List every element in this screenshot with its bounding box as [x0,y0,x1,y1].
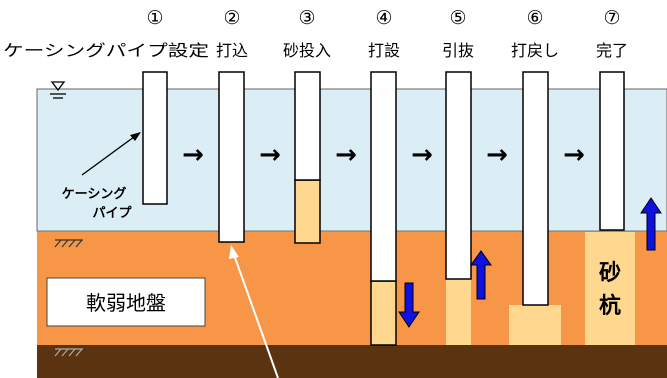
step-4-label: 打設 [368,41,400,60]
sand-pile-label-line1: 砂 [599,260,621,286]
casing-pipe-label-line2: パイプ [92,206,132,221]
step-5-label: 引抜 [442,41,474,60]
ground-hatch-icon [54,348,83,357]
step-arrow: → [411,140,433,170]
water-level-icon [50,81,66,99]
soft-ground-label-box [46,277,206,327]
step-arrow: → [259,140,281,170]
sand-fill-step4 [370,280,397,346]
casing-pipe-label-line1: ケーシング [62,186,127,202]
casing-pipe-step1 [142,71,168,205]
casing-callout-arrowhead [130,132,141,141]
casing-pipe-step5 [445,71,472,280]
hard-ground-layer [37,345,667,378]
step-arrow: → [486,140,508,170]
up-arrow-icon [640,197,662,251]
step-7-number: ⑦ [603,7,620,29]
step-6-label: 打戻し [511,41,559,60]
casing-pipe-step3 [294,71,321,181]
casing-pipe-step7 [599,71,625,231]
sand-pile-step7 [585,232,635,345]
step-3-label: 砂投入 [283,41,331,60]
sand-fill-step3 [294,179,321,244]
step-arrow: → [563,140,585,170]
sand-pile-label-line2: 杭 [599,293,621,319]
pipe-tip-pointer-line [232,251,279,378]
casing-pipe-step2 [218,71,245,243]
step-7-label: 完了 [596,41,628,60]
pipe-tip-pointer-arrowhead [229,245,239,259]
soft-ground-label: 軟弱地盤 [86,291,166,315]
down-arrow-icon [398,282,420,328]
casing-pipe-step6 [522,71,549,306]
step-1-number: ① [146,7,163,29]
step-2-label: 打込 [216,41,248,60]
step-1-label: ケーシングパイプ設定 [3,41,209,60]
step-5-number: ⑤ [449,7,466,29]
step-arrow: → [182,140,204,170]
step-2-number: ② [223,7,240,29]
ground-hatch-icon [54,239,83,248]
up-arrow-icon [470,250,492,300]
step-3-number: ③ [298,7,315,29]
casing-pipe-step4 [370,71,397,282]
step-4-number: ④ [375,7,392,29]
water-layer [36,88,667,232]
casing-callout-line [81,133,139,176]
step-6-number: ⑥ [526,7,543,29]
sand-pile-step5 [446,279,471,345]
sand-pile-step6 [509,305,561,345]
step-arrow: → [335,140,357,170]
